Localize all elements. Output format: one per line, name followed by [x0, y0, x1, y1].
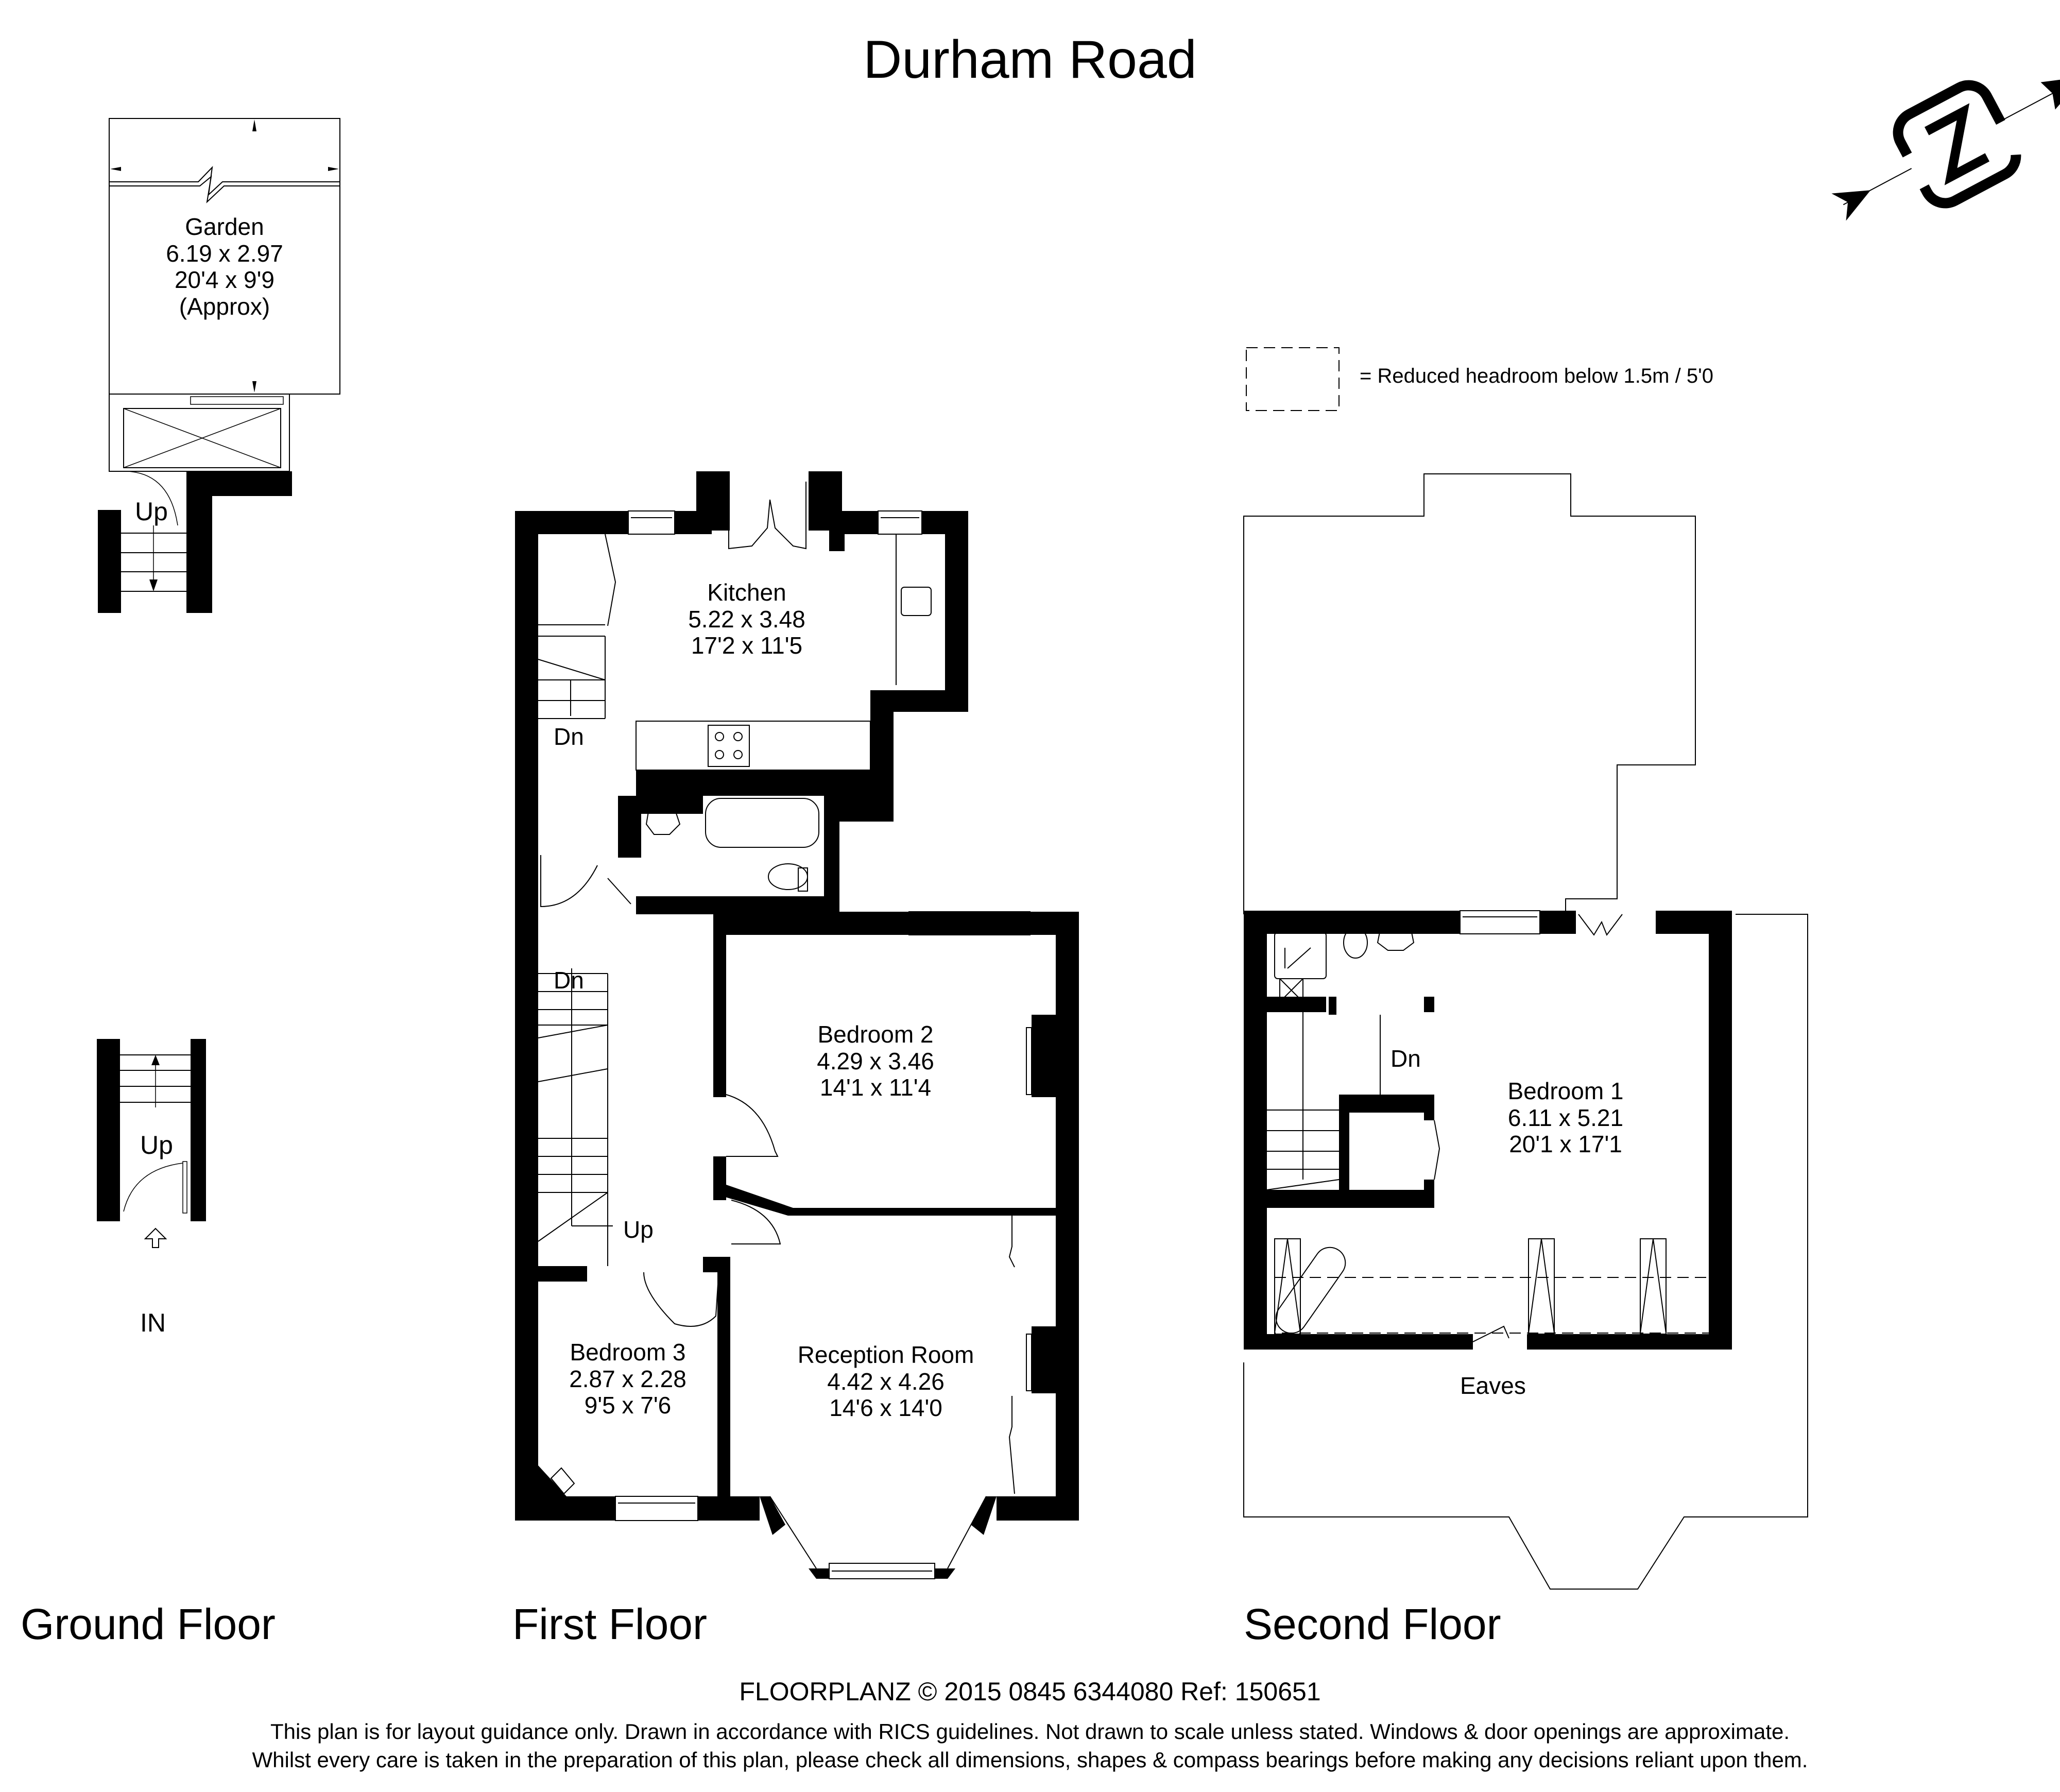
room-label-kitchen: Kitchen 5.22 x 3.48 17'2 x 11'5 — [649, 579, 845, 659]
room-note: (Approx) — [179, 293, 270, 320]
floor-name-ground: Ground Floor — [21, 1600, 276, 1648]
footer-disclaimer-2: Whilst every care is taken in the prepar… — [252, 1748, 1808, 1772]
room-label-reception-room: Reception Room 4.42 x 4.26 14'6 x 14'0 — [762, 1341, 1009, 1422]
reduced-headroom-swatch — [1246, 347, 1340, 411]
stair-label-dn: Dn — [1390, 1045, 1421, 1072]
room-name: Bedroom 3 — [570, 1339, 686, 1366]
room-metric: 6.11 x 5.21 — [1507, 1104, 1624, 1131]
ground-floor-entrance-stairs — [97, 1039, 206, 1248]
room-name: Kitchen — [707, 579, 786, 606]
entrance-label: IN — [140, 1308, 166, 1337]
floor-name-first: First Floor — [512, 1600, 707, 1648]
north-compass-icon — [1831, 76, 2060, 221]
legend-reduced-headroom: = Reduced headroom below 1.5m / 5'0 — [1360, 365, 1713, 387]
room-imperial: 17'2 x 11'5 — [691, 632, 803, 659]
first-floor-fixtures — [538, 482, 1032, 1579]
room-label-bedroom-2: Bedroom 2 4.29 x 3.46 14'1 x 11'4 — [772, 1021, 978, 1101]
footer-disclaimer-1: This plan is for layout guidance only. D… — [270, 1719, 1790, 1744]
floor-name-second: Second Floor — [1244, 1600, 1501, 1648]
room-name: Bedroom 1 — [1507, 1078, 1624, 1104]
room-imperial: 14'1 x 11'4 — [819, 1074, 932, 1101]
room-metric: 4.42 x 4.26 — [827, 1368, 945, 1395]
room-imperial: 20'4 x 9'9 — [174, 266, 275, 294]
room-label-garden: Garden 6.19 x 2.97 20'4 x 9'9 (Approx) — [109, 213, 340, 320]
entrance-arrow-icon — [144, 1227, 167, 1248]
stair-label-up: Up — [623, 1216, 654, 1243]
room-metric: 4.29 x 3.46 — [817, 1047, 934, 1074]
footer-reference: FLOORPLANZ © 2015 0845 6344080 Ref: 1506… — [739, 1677, 1321, 1706]
ground-floor-garden — [109, 118, 340, 472]
second-floor-roof-outline — [1243, 473, 1808, 1590]
stair-label-up: Up — [135, 497, 168, 526]
room-imperial: 9'5 x 7'6 — [584, 1392, 672, 1419]
room-metric: 6.19 x 2.97 — [166, 240, 283, 267]
eaves-label: Eaves — [1460, 1372, 1526, 1399]
room-metric: 2.87 x 2.28 — [569, 1365, 686, 1392]
room-name: Garden — [185, 213, 264, 240]
first-floor-walls — [515, 471, 1079, 1579]
stair-label-up: Up — [140, 1131, 173, 1159]
ground-floor-rear-stairs — [98, 471, 292, 613]
room-name: Bedroom 2 — [817, 1021, 934, 1048]
room-name: Reception Room — [797, 1341, 974, 1368]
room-imperial: 20'1 x 17'1 — [1509, 1131, 1622, 1158]
stair-label-dn: Dn — [554, 967, 584, 994]
room-label-bedroom-3: Bedroom 3 2.87 x 2.28 9'5 x 7'6 — [538, 1339, 717, 1419]
room-metric: 5.22 x 3.48 — [688, 605, 805, 633]
plan-title: Durham Road — [863, 30, 1197, 90]
room-label-bedroom-1: Bedroom 1 6.11 x 5.21 20'1 x 17'1 — [1473, 1078, 1658, 1158]
stair-label-dn: Dn — [554, 723, 584, 750]
second-floor-walls — [1244, 911, 1732, 1350]
second-floor-fixtures — [1266, 910, 1721, 1342]
room-imperial: 14'6 x 14'0 — [829, 1394, 942, 1422]
